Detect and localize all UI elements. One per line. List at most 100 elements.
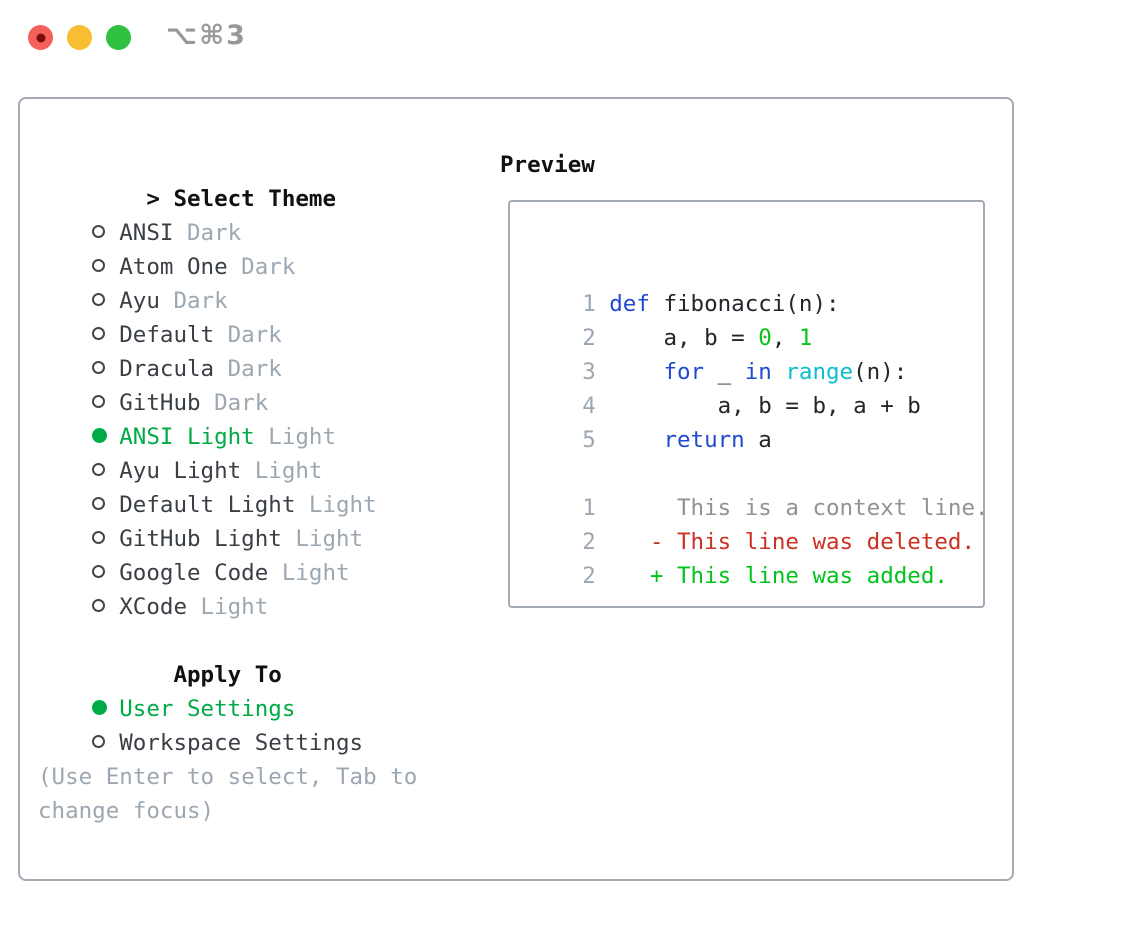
line-number: 1	[582, 291, 596, 317]
line-number: 2	[582, 325, 596, 351]
radio-icon	[92, 590, 119, 624]
code-token: a, b = b, a + b	[609, 393, 921, 419]
radio-icon	[92, 216, 119, 250]
option-label: Ayu	[119, 288, 160, 314]
code-preview: 1 def fibonacci(n): 2 a, b = 0, 1 3 for _…	[528, 253, 983, 589]
option-label: Google Code	[119, 560, 269, 586]
option-variant: Light	[295, 492, 377, 518]
theme-option-xcode[interactable]: XCode Light	[38, 556, 417, 620]
code-token: in	[744, 359, 772, 385]
apply-to-label: Apply To	[173, 662, 282, 688]
cursor-prefix: >	[146, 186, 160, 212]
theme-option-ayu[interactable]: Ayu Dark	[38, 250, 417, 314]
code-line: 1 This is a context line.	[528, 457, 983, 521]
code-token: def	[609, 291, 650, 317]
apply-to-list: User Settings Workspace Settings	[38, 658, 417, 756]
theme-option-github-light[interactable]: GitHub Light Light	[38, 488, 417, 552]
theme-option-github[interactable]: GitHub Dark	[38, 352, 417, 416]
line-number: 4	[582, 393, 596, 419]
preview-header: Preview	[500, 148, 595, 182]
radio-icon	[92, 352, 119, 386]
theme-list: ANSI Dark Atom One Dark Ayu Dark Default…	[38, 182, 417, 620]
apply-option-workspace-settings[interactable]: Workspace Settings	[38, 692, 417, 756]
code-token: range	[785, 359, 854, 385]
preview-label: Preview	[500, 152, 595, 178]
code-token: a	[744, 427, 772, 453]
window-controls	[28, 25, 131, 50]
help-text-line-1: (Use Enter to select, Tab to	[38, 764, 418, 790]
line-number: 2	[582, 529, 596, 555]
select-theme-header: > Select Theme	[38, 148, 417, 212]
option-label: Default	[119, 322, 215, 348]
theme-option-default-light[interactable]: Default Light Light	[38, 454, 417, 518]
theme-list-pane: > Select Theme ANSI Dark Atom One Dark Ay…	[38, 148, 417, 828]
option-label: ANSI	[119, 220, 174, 246]
option-label: Dracula	[119, 356, 215, 382]
code-token: _	[704, 359, 745, 385]
theme-picker-panel: > Select Theme ANSI Dark Atom One Dark Ay…	[18, 97, 1014, 881]
radio-icon	[92, 250, 119, 284]
option-label: Workspace Settings	[119, 730, 364, 756]
code-token: + This line was added.	[609, 563, 948, 589]
option-label: GitHub Light	[119, 526, 282, 552]
option-variant: Dark	[214, 356, 282, 382]
code-token: - This line was deleted.	[609, 529, 976, 555]
option-variant: Light	[254, 424, 337, 450]
option-variant: Dark	[159, 288, 228, 314]
code-token	[609, 359, 663, 385]
theme-option-default[interactable]: Default Dark	[38, 284, 417, 348]
code-line: 1 def fibonacci(n):	[528, 253, 983, 317]
option-label: Default Light	[119, 492, 296, 518]
window-title: ⌥⌘3	[166, 20, 247, 51]
zoom-button[interactable]	[106, 25, 131, 50]
line-number: 2	[582, 563, 596, 589]
radio-icon	[92, 420, 119, 454]
option-label: GitHub	[119, 390, 201, 416]
code-token: 1	[798, 325, 813, 351]
option-variant: Light	[268, 560, 350, 586]
theme-option-ayu-light[interactable]: Ayu Light Light	[38, 420, 417, 484]
code-line: 3 for _ in range(n):	[528, 321, 983, 385]
radio-icon	[92, 284, 119, 318]
code-token	[609, 427, 663, 453]
line-number: 5	[582, 427, 596, 453]
theme-option-ansi[interactable]: ANSI Dark	[38, 182, 417, 246]
radio-icon	[92, 726, 119, 760]
option-label: User Settings	[119, 696, 296, 722]
close-button[interactable]	[28, 25, 53, 50]
code-token: fibonacci(n):	[649, 291, 840, 317]
option-variant: Dark	[214, 322, 282, 348]
preview-box: 1 def fibonacci(n): 2 a, b = 0, 1 3 for _…	[508, 200, 985, 608]
option-variant: Dark	[200, 390, 269, 416]
code-line: 2 a, b = 0, 1	[528, 287, 983, 351]
select-theme-label: Select Theme	[173, 186, 337, 212]
theme-option-ansi-light[interactable]: ANSI Light Light	[38, 386, 417, 450]
code-token: 0	[758, 325, 772, 351]
apply-option-user-settings[interactable]: User Settings	[38, 658, 417, 722]
code-token: a, b =	[609, 325, 759, 351]
code-line: 4 a, b = b, a + b	[528, 355, 983, 419]
code-line: 5 return a	[528, 389, 983, 453]
theme-option-atom-one[interactable]: Atom One Dark	[38, 216, 417, 280]
code-line: 2 + This line was added.	[528, 525, 983, 589]
option-variant: Light	[187, 594, 269, 620]
radio-icon	[92, 488, 119, 522]
theme-option-google-code[interactable]: Google Code Light	[38, 522, 417, 586]
radio-icon	[92, 318, 119, 352]
code-token: for	[663, 359, 705, 385]
apply-to-header: Apply To	[38, 624, 417, 688]
option-variant: Light	[281, 526, 364, 552]
option-variant: Light	[241, 458, 323, 484]
theme-option-dracula[interactable]: Dracula Dark	[38, 318, 417, 382]
minimize-button[interactable]	[67, 25, 92, 50]
option-label: Atom One	[119, 254, 228, 280]
radio-icon	[92, 692, 119, 726]
code-line: 2 - This line was deleted.	[528, 491, 983, 555]
line-number: 1	[582, 495, 596, 521]
radio-icon	[92, 454, 119, 488]
option-label: ANSI Light	[119, 424, 255, 450]
code-token: (n):	[853, 359, 908, 385]
option-variant: Dark	[227, 254, 296, 280]
option-variant: Dark	[173, 220, 242, 246]
